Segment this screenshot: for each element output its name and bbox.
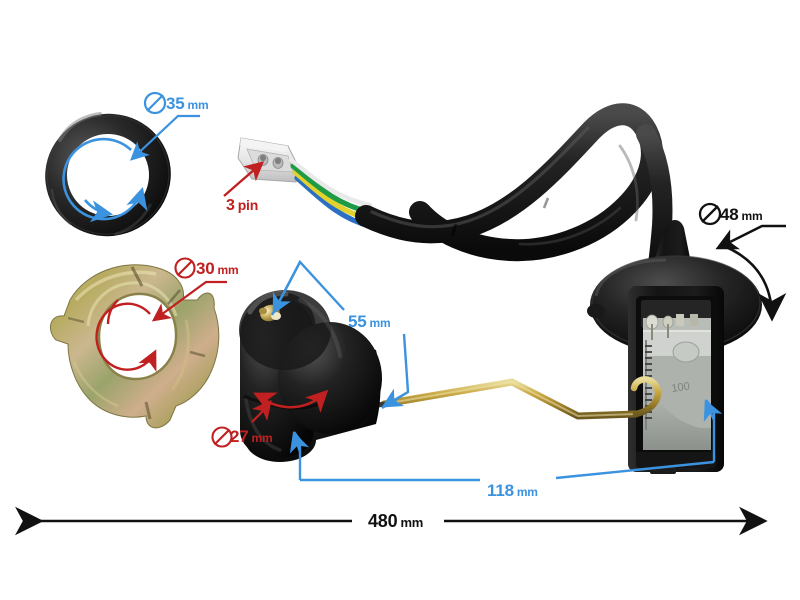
leader-27mm bbox=[211, 399, 272, 448]
locking-ring-diameter-arc bbox=[95, 299, 157, 372]
leader-35mm bbox=[130, 91, 200, 161]
leader-3pin bbox=[223, 161, 265, 197]
leader-30mm bbox=[151, 257, 227, 322]
brass-float-arm bbox=[365, 376, 662, 420]
rubber-o-ring bbox=[45, 112, 171, 237]
leader-48mm bbox=[698, 202, 787, 322]
zinc-locking-ring bbox=[49, 264, 220, 429]
float-diameter-arc bbox=[253, 389, 329, 413]
dimension-55mm bbox=[270, 259, 410, 410]
dimension-118mm bbox=[289, 399, 723, 482]
sender-unit-body: 100 bbox=[587, 219, 762, 474]
o-ring-diameter-arc bbox=[62, 137, 148, 223]
svg-text:100: 100 bbox=[671, 381, 691, 395]
black-cable bbox=[355, 103, 673, 286]
